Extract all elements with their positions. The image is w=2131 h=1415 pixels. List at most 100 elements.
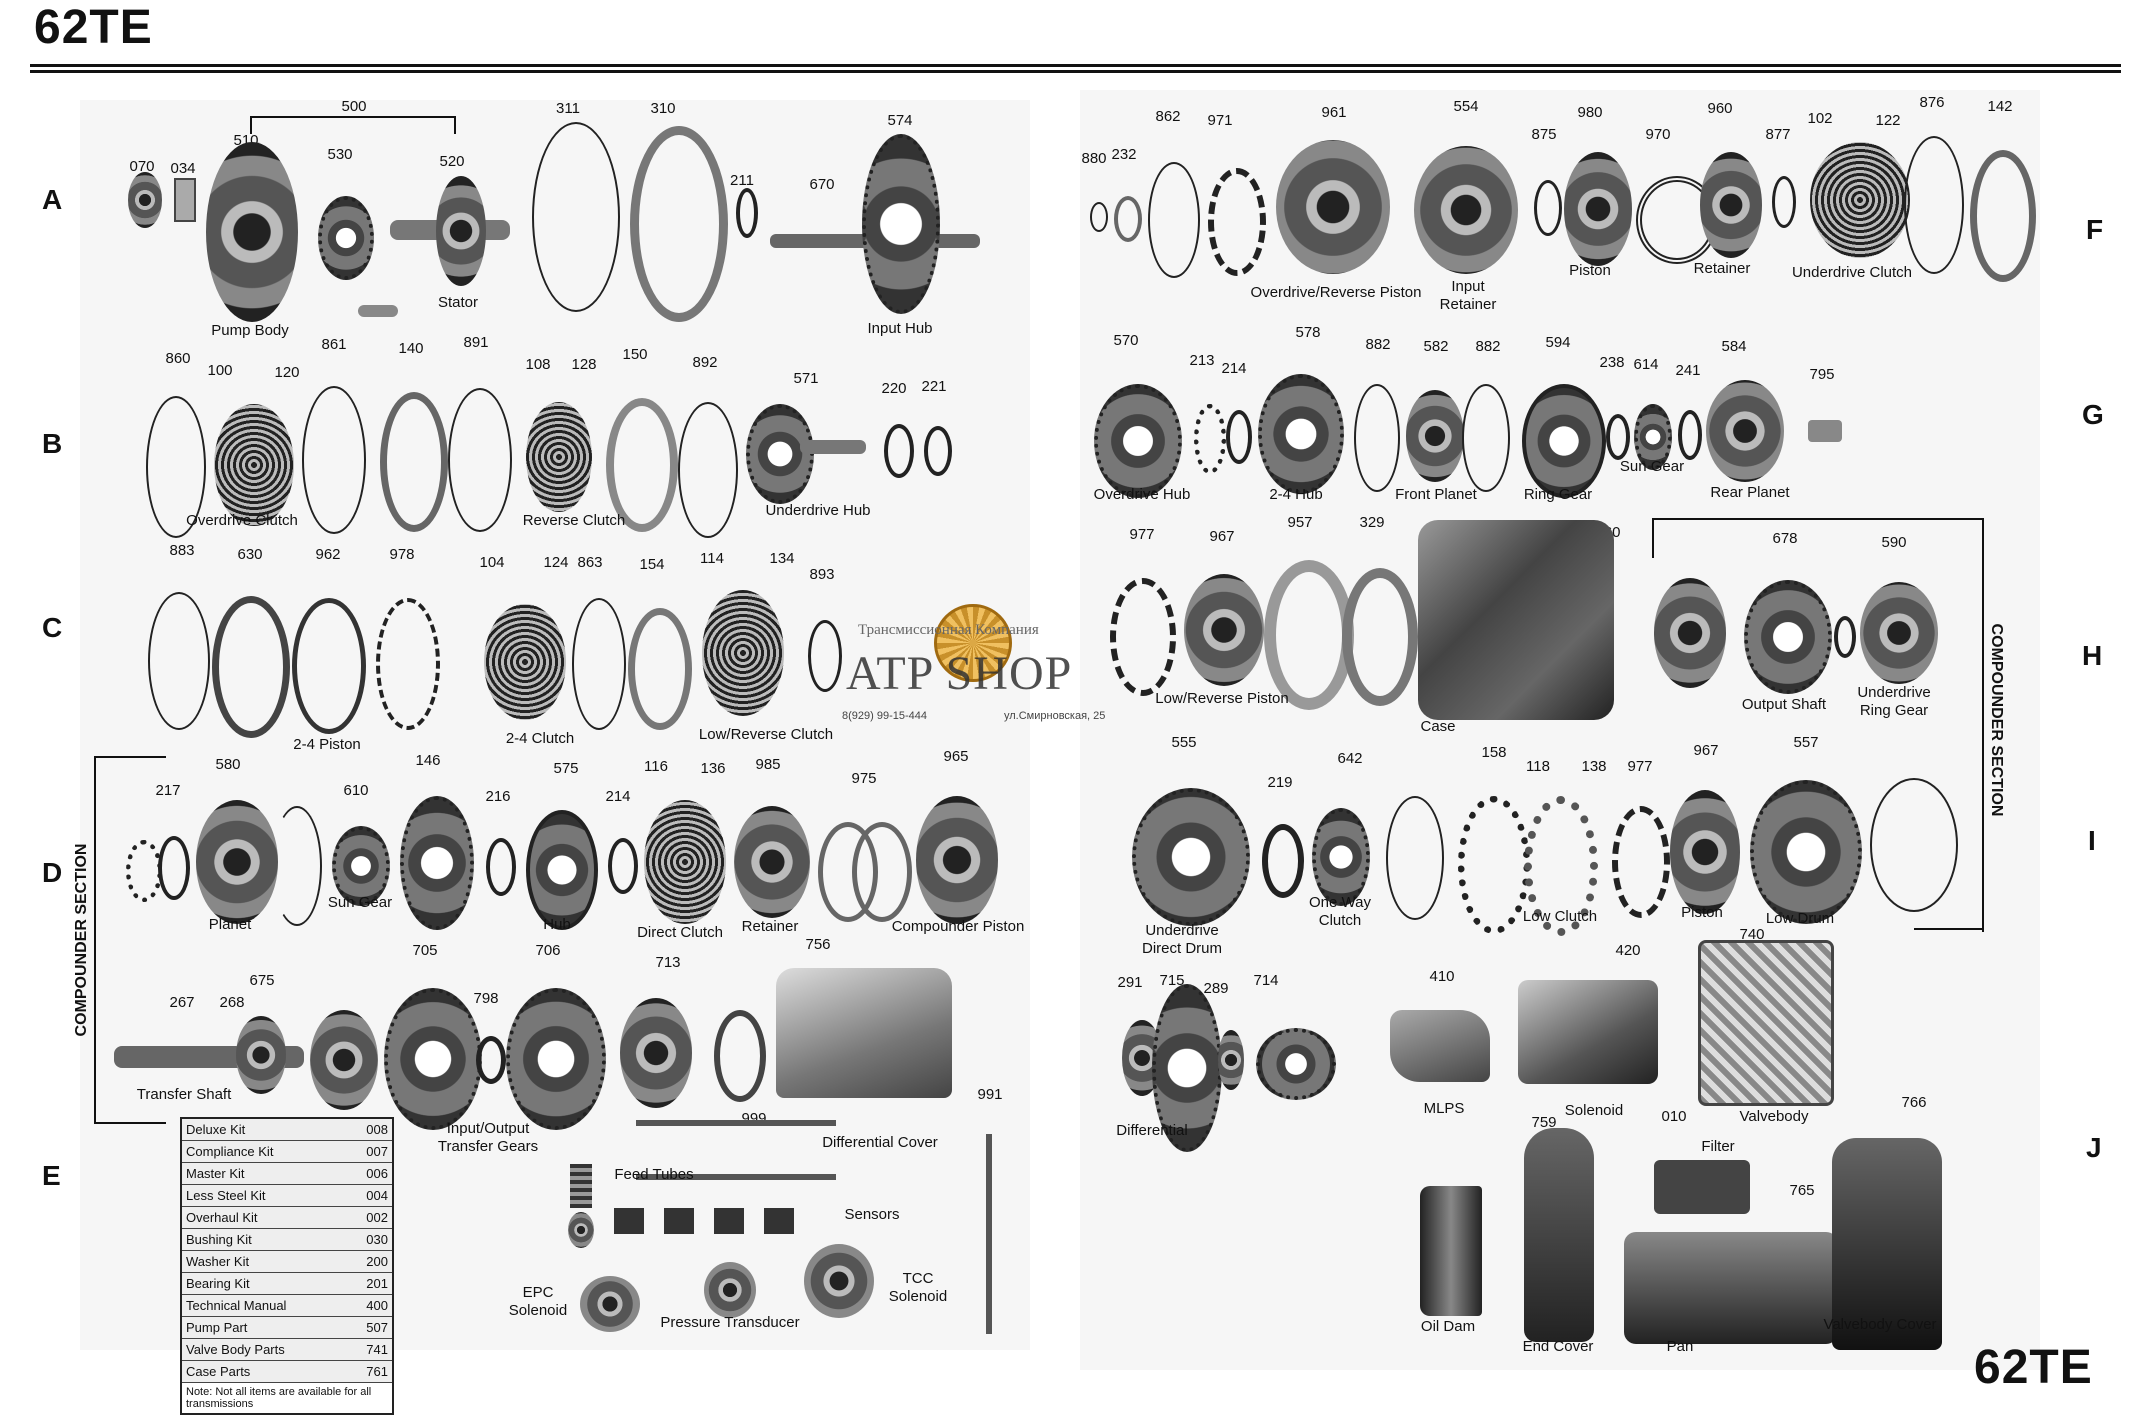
- bushing-part: [174, 178, 196, 222]
- atp-shop-logo-icon: [934, 604, 1012, 682]
- part-label: Underdrive: [1857, 684, 1931, 701]
- thrust-washer-part: [1678, 410, 1702, 460]
- stator-part: [436, 176, 486, 286]
- header-rule: [30, 70, 2121, 73]
- rear-planet-part: [1706, 380, 1784, 482]
- part-number: 740: [1739, 926, 1765, 943]
- sun-gear-g-part: [1634, 404, 1672, 470]
- pressure-plate-part: [628, 608, 692, 730]
- part-number: 713: [655, 954, 681, 971]
- part-number: 575: [553, 760, 579, 777]
- part-label: Transfer Shaft: [136, 1086, 232, 1103]
- part-number: 100: [207, 362, 233, 379]
- part-number: 122: [1875, 112, 1901, 129]
- thrust-washer-part: [608, 838, 638, 894]
- part-number: 876: [1919, 94, 1945, 111]
- part-label: Differential Cover: [822, 1134, 938, 1151]
- part-label: End Cover: [1522, 1338, 1594, 1355]
- tcc-solenoid-part: [804, 1244, 874, 1318]
- seal-part: [128, 172, 162, 228]
- part-label: Pan: [1666, 1338, 1694, 1355]
- thrust-bearing-part: [884, 424, 914, 478]
- part-label: EPC: [522, 1284, 554, 1301]
- watermark-address: ул.Смирновская, 25: [1004, 710, 1106, 722]
- part-label: Compounder Piston: [891, 918, 1025, 935]
- part-number: 978: [389, 546, 415, 563]
- clutch-plate-part: [1458, 796, 1530, 934]
- part-number: 232: [1111, 146, 1137, 163]
- snap-ring-part: [1462, 384, 1510, 492]
- part-number: 136: [700, 760, 726, 777]
- pan-part: [1624, 1232, 1838, 1344]
- part-label: 2-4 Hub: [1269, 486, 1323, 503]
- pressure-plate-part: [1970, 150, 2036, 282]
- part-number: 238: [1599, 354, 1625, 371]
- part-label: Underdrive Hub: [765, 502, 871, 519]
- part-number: 140: [398, 340, 424, 357]
- snap-ring-part: [1354, 384, 1400, 492]
- part-number: 116: [644, 758, 668, 775]
- part-number: 960: [1707, 100, 1733, 117]
- front-planet-part: [1406, 390, 1464, 482]
- part-number: 108: [525, 356, 551, 373]
- part-number: 267: [169, 994, 195, 1011]
- part-label: Valvebody: [1739, 1108, 1809, 1125]
- part-number: 102: [1807, 110, 1833, 127]
- snap-ring-part: [1870, 778, 1958, 912]
- snap-ring-part: [146, 396, 206, 538]
- snap-ring-part: [448, 388, 512, 532]
- epc-solenoid-part: [580, 1276, 640, 1332]
- reverse-clutch-pack: [526, 402, 592, 512]
- part-number: 985: [755, 756, 781, 773]
- hub-shaft-part: [800, 440, 866, 454]
- kit-row: Case Parts 761: [182, 1361, 392, 1383]
- part-number: 158: [1481, 744, 1507, 761]
- part-number: 578: [1295, 324, 1321, 341]
- part-label: Transfer Gears: [437, 1138, 539, 1155]
- header-rule: [30, 64, 2121, 67]
- part-number: 104: [479, 554, 505, 571]
- kit-row: Bushing Kit 030: [182, 1229, 392, 1251]
- snap-ring-part: [302, 386, 366, 534]
- part-number: 675: [249, 972, 275, 989]
- part-label: One Way: [1309, 894, 1371, 911]
- mlps-part: [1390, 1010, 1490, 1082]
- snap-ring-part: [1772, 176, 1796, 228]
- underdrive-ring-gear-part: [1860, 582, 1938, 684]
- part-number: 798: [473, 990, 499, 1007]
- output-shaft-flange-part: [1654, 578, 1726, 688]
- part-number: 975: [851, 770, 877, 787]
- pump-body-part: [206, 142, 298, 322]
- part-label: Valvebody Cover: [1823, 1316, 1937, 1333]
- part-label: Ring Gear: [1523, 486, 1593, 503]
- part-number: 554: [1453, 98, 1479, 115]
- part-label: Feed Tubes: [614, 1166, 694, 1183]
- spring-retainer-part: [292, 598, 366, 734]
- bearing-race-part: [310, 1010, 378, 1110]
- snap-ring-part: [1386, 796, 1444, 920]
- part-number: 630: [237, 546, 263, 563]
- part-number: 977: [1627, 758, 1653, 775]
- kit-row: Bearing Kit 201: [182, 1273, 392, 1295]
- part-number: 219: [1267, 774, 1293, 791]
- pressure-transducer-part: [704, 1262, 756, 1318]
- row-letter-f: F: [2086, 214, 2104, 245]
- pin-part: [358, 305, 398, 317]
- part-number: 991: [977, 1086, 1003, 1103]
- part-number: 892: [692, 354, 718, 371]
- bearing-part: [1218, 1030, 1244, 1090]
- part-label: Front Planet: [1395, 486, 1477, 503]
- bearing-retainer-part: [620, 998, 692, 1108]
- part-number: 875: [1531, 126, 1557, 143]
- snap-ring-part: [532, 122, 620, 312]
- row-letter-a: A: [42, 184, 63, 215]
- thrust-washer-part: [1226, 410, 1252, 464]
- piston-f-part: [1564, 152, 1632, 266]
- bearing-cup-part: [714, 1010, 766, 1102]
- input-transfer-gear-part: [384, 988, 482, 1130]
- footer-title: 62TE: [1974, 1341, 2093, 1394]
- part-label: Sun Gear: [327, 894, 393, 911]
- o-ring-part: [1090, 202, 1108, 232]
- bolt-part: [1808, 420, 1842, 442]
- output-transfer-gear-part: [506, 988, 606, 1130]
